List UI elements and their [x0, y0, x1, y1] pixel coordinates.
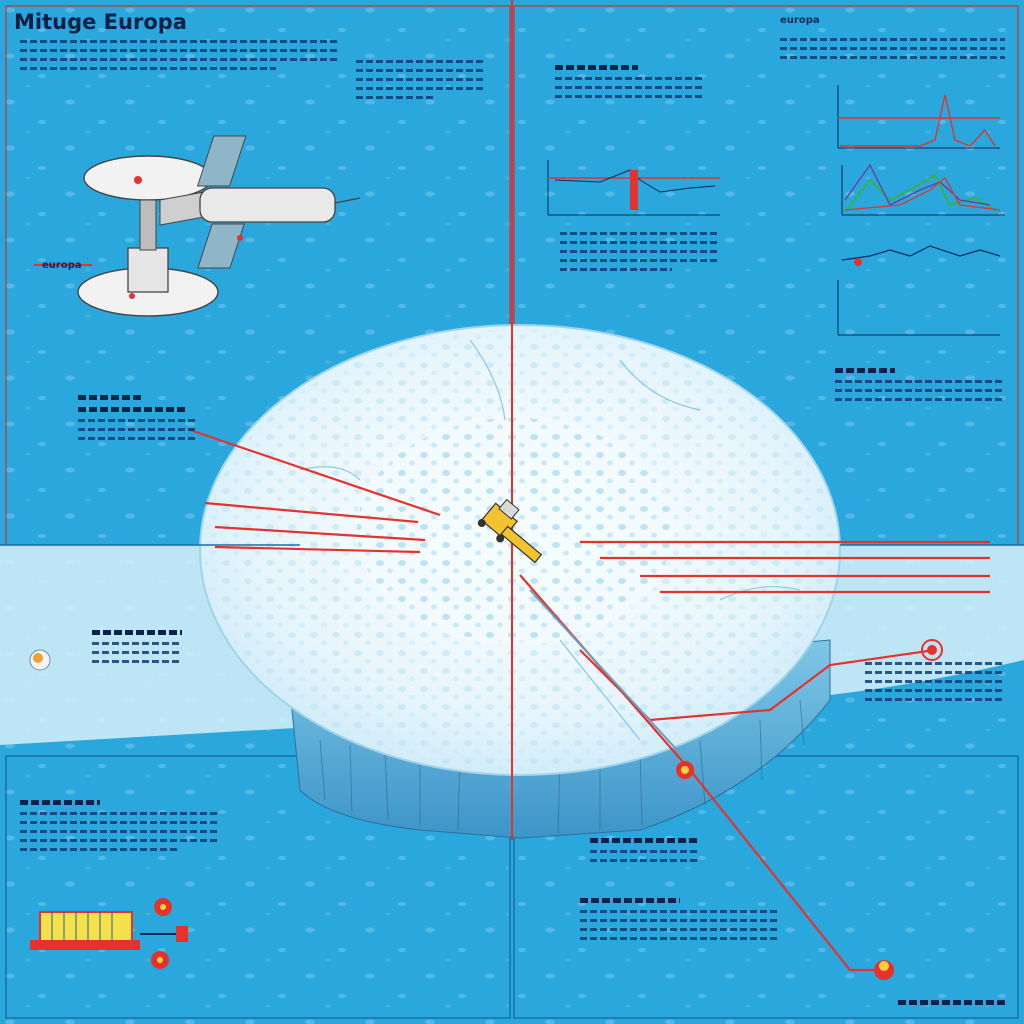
diagram-title: Mituge Europa — [14, 10, 187, 34]
probe-label: europa — [42, 260, 82, 271]
text-block — [356, 60, 486, 105]
target-marker-icon — [874, 960, 894, 980]
mini-chart-right-2 — [841, 163, 1005, 216]
target-marker-icon — [29, 649, 51, 671]
diagonal-tether-shadow — [529, 589, 701, 776]
intro-text-block — [20, 40, 340, 76]
mini-chart-right-1 — [837, 85, 1000, 149]
text-block — [590, 838, 700, 868]
text-block — [92, 630, 182, 669]
mini-chart-right-3 — [837, 245, 1001, 336]
text-block — [78, 395, 198, 446]
target-marker-icon — [921, 639, 943, 661]
text-block — [898, 1000, 1008, 1012]
text-block — [835, 368, 1005, 407]
rover-icon — [477, 498, 543, 564]
instrument-pack-icon — [30, 898, 188, 969]
top-right-label: europa — [780, 15, 820, 26]
mini-chart-top-left — [547, 160, 720, 216]
panel-bottom-left — [5, 755, 511, 1019]
text-block — [580, 898, 780, 946]
ice-inner-pits — [357, 418, 673, 642]
text-block — [780, 38, 1005, 65]
text-block — [555, 65, 705, 104]
text-block — [20, 800, 220, 857]
text-block — [560, 232, 720, 277]
text-block — [865, 662, 1005, 707]
spacecraft-icon — [77, 135, 361, 317]
target-marker-icon — [676, 761, 694, 779]
ice-cracks — [299, 339, 801, 741]
leader-lines-left — [189, 428, 441, 554]
